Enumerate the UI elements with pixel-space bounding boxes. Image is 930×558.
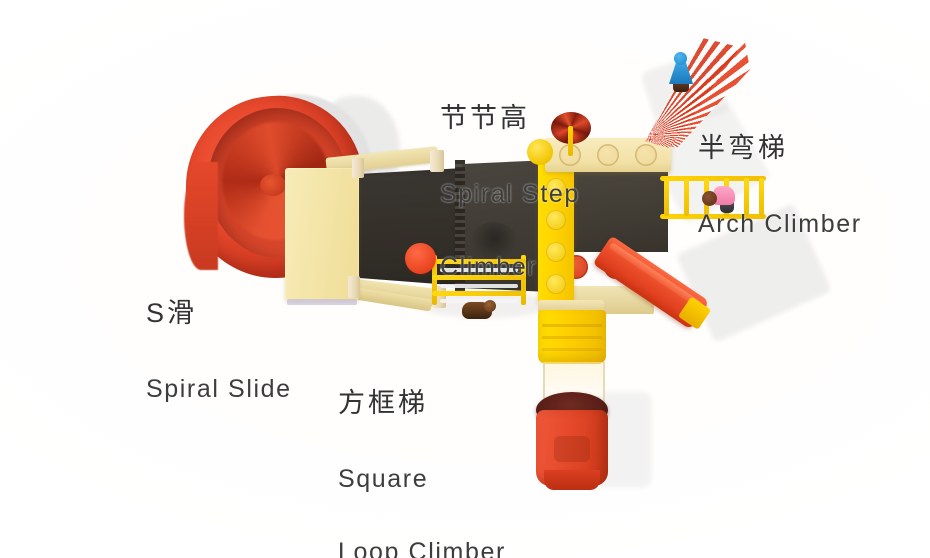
deck-steps-element bbox=[432, 255, 530, 307]
pink-child-body bbox=[713, 186, 735, 205]
deck-post-left-upper bbox=[352, 158, 364, 178]
steps-white-1 bbox=[440, 268, 518, 272]
steps-stringer-right bbox=[521, 255, 526, 305]
pink-child-head bbox=[702, 191, 717, 206]
steps-white-2 bbox=[440, 284, 518, 288]
pink-child-figure bbox=[702, 183, 736, 215]
label-spiral-step-cn: 节节高 bbox=[440, 102, 530, 133]
bridge-bar-1 bbox=[664, 178, 669, 216]
steps-tread-2 bbox=[432, 275, 526, 280]
steps-tread-3 bbox=[432, 291, 526, 296]
label-square-loop-climber: 方框梯 Square Loop Climber bbox=[338, 345, 506, 558]
deck-roof-shade bbox=[470, 222, 518, 262]
tower-knob-3 bbox=[546, 242, 566, 262]
tower-knob-2 bbox=[546, 210, 566, 230]
tower-top-ball bbox=[527, 139, 553, 165]
spiral-step-climber-element bbox=[548, 112, 594, 156]
steps-tread-1 bbox=[432, 259, 526, 264]
spiral-step-tower-column bbox=[538, 148, 574, 304]
bridge-bar-2 bbox=[684, 178, 689, 216]
deck-post-mid-upper bbox=[430, 150, 444, 172]
deck-red-ball bbox=[405, 243, 436, 274]
bridge-bar-6 bbox=[759, 178, 764, 216]
blue-child-head bbox=[674, 52, 687, 65]
bridge-rail-bottom bbox=[660, 214, 766, 219]
label-spiral-step-en-1: Spiral Step bbox=[440, 180, 580, 209]
label-spiral-step-climber: 节节高 Spiral Step Climber bbox=[440, 60, 580, 324]
spiral-slide-rim bbox=[184, 162, 218, 270]
deck-roof-left-panel bbox=[340, 168, 464, 286]
brown-child-head bbox=[484, 300, 496, 312]
arch-climber-element bbox=[628, 36, 750, 148]
bridge-rail-top bbox=[660, 176, 766, 181]
blue-child-legs bbox=[673, 81, 689, 92]
deck-roof-ridge bbox=[455, 160, 465, 296]
label-loop-cn: 方框梯 bbox=[338, 387, 428, 418]
steps-stringer-left bbox=[432, 255, 437, 305]
loop-climber-foot bbox=[544, 470, 600, 490]
label-spiral-slide-en: Spiral Slide bbox=[146, 375, 292, 404]
label-spiral-step-en-2: Climber bbox=[440, 253, 538, 282]
label-loop-en-1: Square bbox=[338, 465, 429, 494]
bridge-bar-5 bbox=[744, 178, 749, 216]
tower-knob-4 bbox=[546, 274, 566, 294]
blue-child-body bbox=[669, 62, 693, 84]
label-arch-en: Arch Climber bbox=[698, 210, 862, 239]
square-loop-climber-element bbox=[524, 300, 620, 490]
pink-child-legs bbox=[720, 202, 734, 213]
spiral-step-pole bbox=[568, 126, 573, 156]
deck-hole-2 bbox=[597, 144, 619, 166]
label-spiral-slide: S滑 Spiral Slide bbox=[146, 255, 292, 446]
tower-knob-1 bbox=[546, 178, 566, 198]
label-arch-cn: 半弯梯 bbox=[698, 132, 788, 163]
deck-post-left-lower bbox=[348, 276, 360, 298]
label-spiral-slide-cn: S滑 bbox=[146, 297, 198, 328]
brown-child-figure bbox=[462, 300, 496, 322]
spiral-slide-hub bbox=[260, 174, 286, 196]
blue-child-figure bbox=[668, 52, 694, 92]
deck-hole-3 bbox=[635, 144, 657, 166]
label-arch-climber: 半弯梯 Arch Climber bbox=[698, 90, 862, 281]
label-loop-en-2: Loop Climber bbox=[338, 538, 506, 558]
steps-white-3 bbox=[440, 299, 518, 303]
loop-climber-yellow-section bbox=[538, 310, 606, 364]
slide-entry-panel bbox=[285, 168, 359, 305]
